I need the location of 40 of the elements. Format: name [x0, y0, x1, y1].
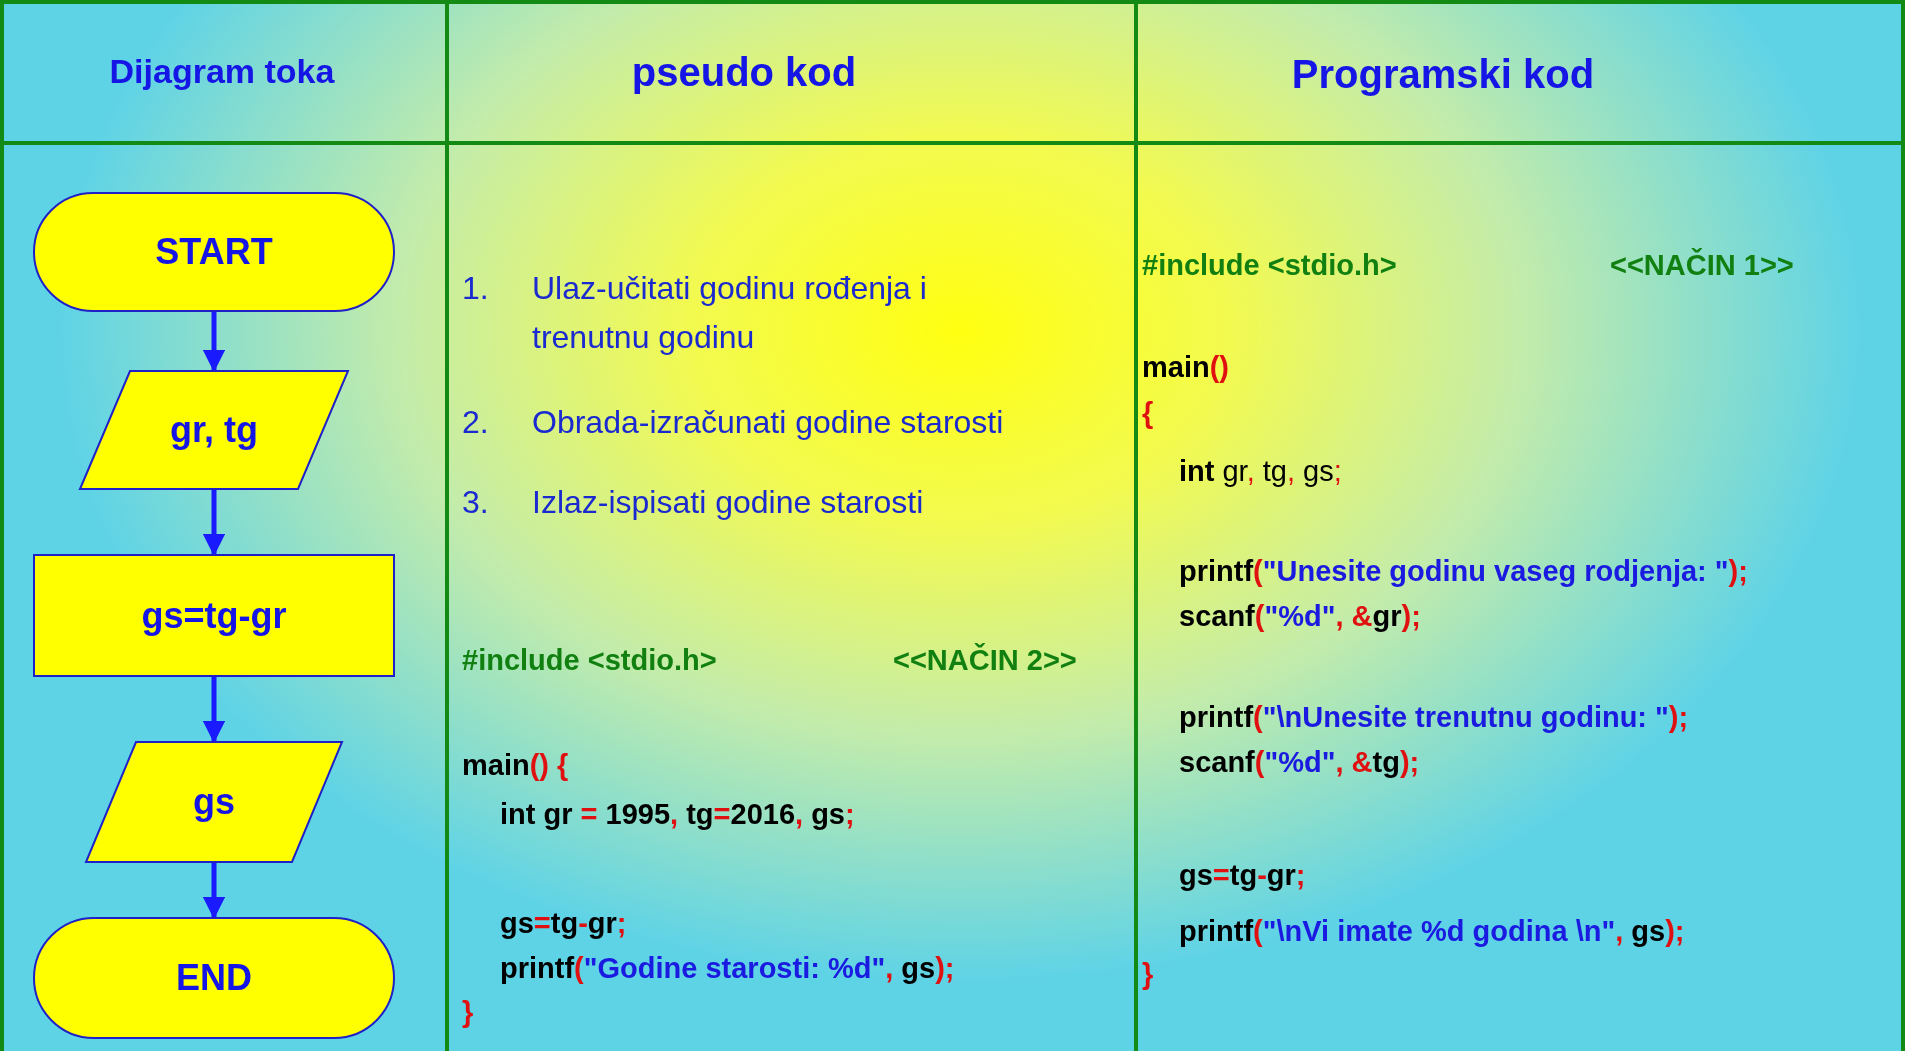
code-line: #include <stdio.h> — [462, 643, 717, 678]
flow-arrow — [202, 490, 226, 557]
pseudo-code-step: Ulaz-učitati godinu rođenja i trenutnu godinu — [532, 264, 1032, 362]
code-line: main() — [1142, 350, 1229, 385]
code-line: int gr = 1995, tg=2016, gs; — [500, 797, 855, 832]
node-label: START — [155, 231, 273, 273]
node-label: gs=tg-gr — [141, 594, 287, 637]
code-line: gs=tg-gr; — [1179, 858, 1306, 893]
node-label: END — [176, 957, 252, 999]
code-line: printf("\nUnesite trenutnu godinu: "); — [1179, 700, 1689, 735]
column-header: Programski kod — [1291, 52, 1595, 97]
code-line: } — [1142, 957, 1154, 992]
pseudo-code-step: Obrada-izračunati godine starosti — [532, 398, 1004, 447]
node-label: gs — [193, 781, 235, 823]
code-line: printf("\nVi imate %d godina \n", gs); — [1179, 914, 1685, 949]
code-line: gs=tg-gr; — [500, 906, 627, 941]
input-output-parallelogram — [85, 741, 343, 863]
flow-arrow — [202, 312, 226, 373]
process-box — [33, 554, 395, 677]
code-line: scanf("%d", &gr); — [1179, 599, 1421, 634]
code-line: { — [1142, 396, 1154, 431]
pseudo-code-step: Izlaz-ispisati godine starosti — [532, 478, 924, 527]
flow-arrow — [202, 677, 226, 744]
column-header: pseudo kod — [631, 50, 857, 95]
list-number: 1. — [462, 269, 489, 308]
code-line: #include <stdio.h> — [1142, 248, 1397, 283]
code-line: scanf("%d", &tg); — [1179, 745, 1420, 780]
input-output-parallelogram — [79, 370, 349, 490]
code-comment: <<NAČIN 1>> — [1610, 247, 1794, 283]
column-header: Dijagram toka — [109, 52, 335, 91]
code-line: int gr, tg, gs; — [1179, 454, 1342, 489]
list-number: 2. — [462, 403, 489, 442]
code-comment: <<NAČIN 2>> — [893, 642, 1077, 678]
code-line: printf("Godine starosti: %d", gs); — [500, 951, 955, 986]
flow-arrow — [202, 863, 226, 920]
code-line: main() { — [462, 748, 569, 783]
code-line: } — [462, 995, 474, 1030]
list-number: 3. — [462, 483, 489, 522]
code-line: printf("Unesite godinu vaseg rodjenja: "); — [1179, 554, 1748, 589]
node-label: gr, tg — [170, 409, 258, 451]
